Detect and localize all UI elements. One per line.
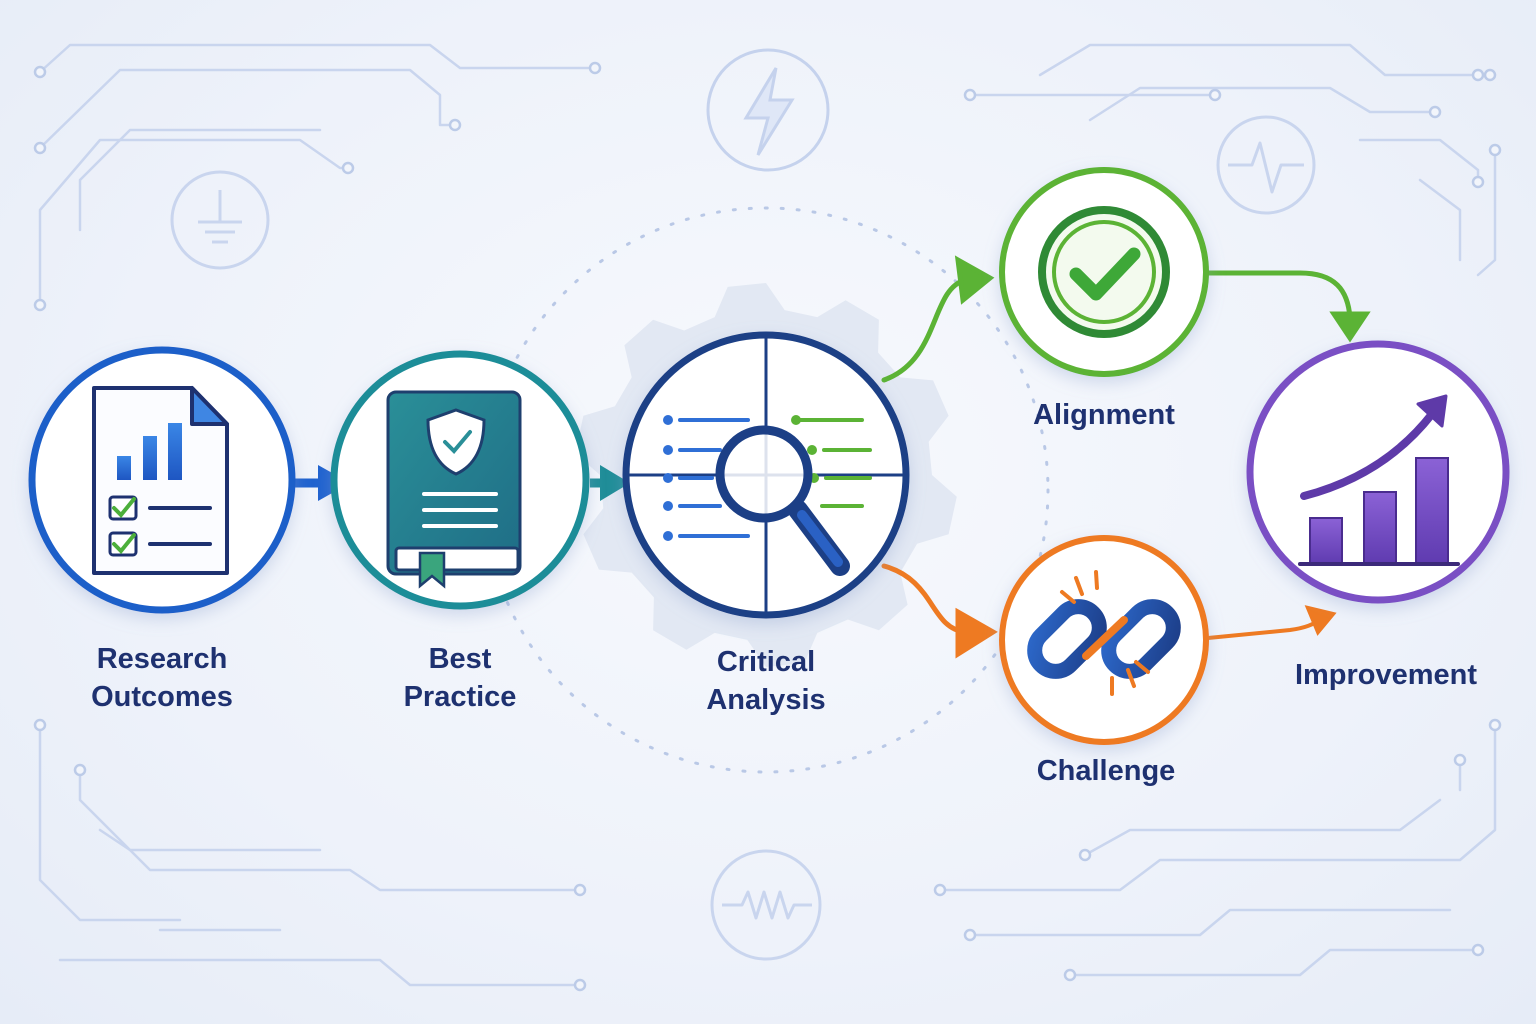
- label-challenge: Challenge: [1006, 752, 1206, 790]
- label-line: Research: [96, 643, 228, 675]
- magnifier-analysis-icon: [663, 415, 872, 576]
- label-research-outcomes: Research Outcomes: [62, 640, 262, 716]
- node-challenge: [999, 535, 1209, 745]
- label-line: Best: [428, 643, 492, 675]
- report-document-icon: [92, 386, 229, 575]
- node-improvement: [1246, 340, 1510, 604]
- node-alignment: [999, 167, 1209, 377]
- label-alignment: Alignment: [1004, 396, 1204, 434]
- label-line: Critical: [716, 646, 816, 678]
- connector-analysis-to-challenge: [881, 563, 998, 659]
- connector-analysis-to-alignment: [881, 255, 995, 383]
- circuit-nodes: [33, 61, 1502, 992]
- connector-best-practice-to-analysis: [590, 465, 630, 501]
- label-best-practice: Best Practice: [360, 640, 560, 716]
- label-line: Practice: [403, 681, 517, 713]
- orbit-dotted-ring: [482, 206, 1050, 774]
- pulse-icon: [1216, 115, 1316, 215]
- checkmark-icon: [1038, 206, 1170, 338]
- broken-link-icon: [1027, 570, 1181, 696]
- label-line: Improvement: [1294, 659, 1478, 691]
- label-line: Analysis: [706, 684, 826, 716]
- label-line: Alignment: [1033, 399, 1175, 431]
- ground-icon: [170, 170, 270, 270]
- shield-book-icon: [386, 390, 522, 589]
- circuit-background: [38, 43, 1497, 987]
- label-improvement: Improvement: [1276, 656, 1496, 694]
- lightning-icon: [706, 48, 830, 172]
- label-line: Outcomes: [91, 681, 233, 713]
- node-best-practice: [330, 350, 590, 610]
- resistor-icon: [710, 849, 822, 961]
- node-critical-analysis: [622, 331, 910, 619]
- label-critical-analysis: Critical Analysis: [666, 643, 866, 719]
- node-research-outcomes: [28, 346, 296, 614]
- label-line: Challenge: [1036, 755, 1176, 787]
- connector-alignment-to-improvement: [1203, 270, 1371, 343]
- growth-chart-icon: [1298, 394, 1460, 566]
- connector-challenge-to-improvement: [1206, 605, 1337, 640]
